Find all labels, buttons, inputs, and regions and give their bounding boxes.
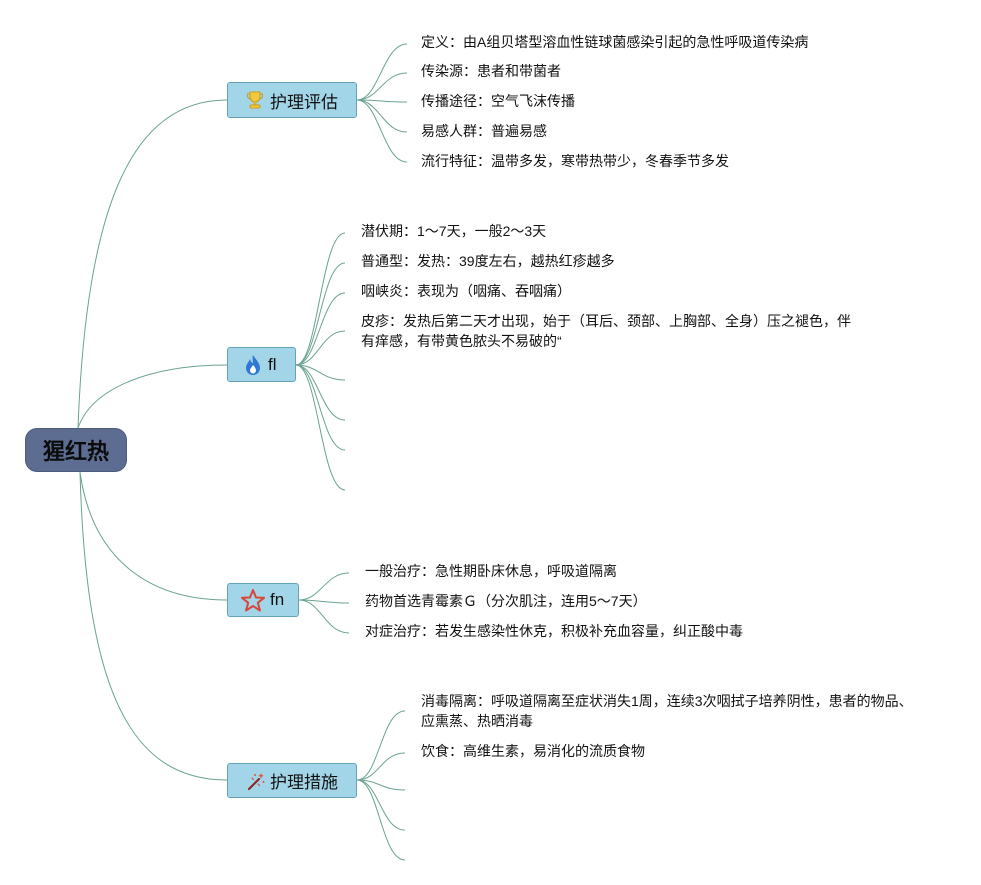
topic-fn: fn bbox=[227, 583, 299, 617]
leaf-rash: 皮疹：发热后第二天才出现，始于（耳后、颈部、上胸部、全身）压之褪色，伴 有痒感，… bbox=[361, 311, 851, 351]
fire-icon bbox=[244, 354, 262, 376]
leaf-susceptible-population: 易感人群：普遍易感 bbox=[421, 123, 547, 139]
connector-leaf-transmission-route bbox=[356, 99, 408, 103]
connector-leaf-common-type bbox=[295, 262, 346, 366]
connector-leaf-empty bbox=[295, 364, 346, 451]
connector-leaf-empty bbox=[295, 364, 346, 381]
connector-root-to-nursing-measures bbox=[79, 471, 228, 781]
topic-fl: fl bbox=[227, 347, 296, 382]
connector-leaf-definition bbox=[356, 43, 408, 101]
connector-leaf-empty bbox=[295, 364, 346, 421]
leaf-text-line: 应熏蒸、热晒消毒 bbox=[421, 713, 533, 729]
leaf-infection-source: 传染源：患者和带菌者 bbox=[421, 63, 561, 79]
leaf-text-line: 有痒感，有带黄色脓头不易破的“ bbox=[361, 333, 562, 349]
connector-root-to-nursing-assessment bbox=[77, 99, 228, 429]
connector-leaf-disinfection-isolation bbox=[356, 710, 406, 781]
leaf-symptomatic-treatment: 对症治疗：若发生感染性休克，积极补充血容量，纠正酸中毒 bbox=[365, 623, 743, 639]
topic-label: fn bbox=[270, 590, 285, 609]
leaf-general-treatment: 一般治疗：急性期卧床休息，呼吸道隔离 bbox=[365, 563, 617, 579]
connector-leaf-rash bbox=[295, 330, 346, 366]
connector-leaf-symptomatic-treatment bbox=[298, 599, 350, 634]
leaf-common-type: 普通型：发热：39度左右，越热红疹越多 bbox=[361, 253, 615, 269]
topic-label: fl bbox=[268, 354, 277, 374]
connector-leaf-empty bbox=[356, 779, 406, 791]
topic-nursing-assessment: 护理评估 bbox=[227, 82, 357, 118]
connector-leaf-empty bbox=[356, 779, 406, 861]
leaf-transmission-route: 传播途径：空气飞沫传播 bbox=[421, 93, 575, 109]
leaf-diet: 饮食：高维生素，易消化的流质食物 bbox=[421, 743, 645, 759]
connector-leaf-drug-of-choice bbox=[298, 599, 350, 604]
topic-label: 护理措施 bbox=[270, 773, 338, 792]
connector-leaf-empty bbox=[356, 779, 406, 831]
leaf-definition: 定义：由A组贝塔型溶血性链球菌感染引起的急性呼吸道传染病 bbox=[421, 34, 809, 50]
leaf-epidemic-features: 流行特征：温带多发，寒带热带少，冬春季节多发 bbox=[421, 153, 729, 169]
connector-leaf-pharyngitis bbox=[295, 292, 346, 366]
star-icon bbox=[240, 588, 266, 612]
topic-nursing-measures: 护理措施 bbox=[227, 763, 357, 798]
central-topic: 猩红热 bbox=[25, 428, 127, 472]
leaf-text-line: 皮疹：发热后第二天才出现，始于（耳后、颈部、上胸部、全身）压之褪色，伴 bbox=[361, 313, 851, 329]
connector-root-to-fn bbox=[79, 471, 228, 601]
connector-leaf-incubation-period bbox=[295, 232, 346, 366]
leaf-pharyngitis: 咽峡炎：表现为（咽痛、吞咽痛） bbox=[361, 283, 571, 299]
connector-root-to-fl bbox=[77, 364, 228, 429]
magic-wand-icon bbox=[246, 771, 266, 791]
connector-leaf-diet bbox=[356, 752, 406, 781]
connector-leaf-empty bbox=[295, 364, 346, 491]
connector-leaf-epidemic-features bbox=[356, 99, 408, 163]
trophy-icon bbox=[246, 90, 264, 110]
leaf-disinfection-isolation: 消毒隔离：呼吸道隔离至症状消失1周，连续3次咽拭子培养阴性，患者的物品、 应熏蒸… bbox=[421, 691, 913, 731]
leaf-text-line: 消毒隔离：呼吸道隔离至症状消失1周，连续3次咽拭子培养阴性，患者的物品、 bbox=[421, 693, 913, 709]
central-topic-label: 猩红热 bbox=[42, 440, 109, 465]
connector-leaf-infection-source bbox=[356, 72, 408, 101]
topic-label: 护理评估 bbox=[270, 92, 338, 112]
leaf-incubation-period: 潜伏期：1～7天，一般2～3天 bbox=[361, 223, 547, 239]
connector-leaf-general-treatment bbox=[298, 572, 350, 601]
leaf-drug-of-choice: 药物首选青霉素Ｇ（分次肌注，连用5～7天） bbox=[365, 593, 647, 609]
connector-leaf-susceptible-population bbox=[356, 99, 408, 133]
